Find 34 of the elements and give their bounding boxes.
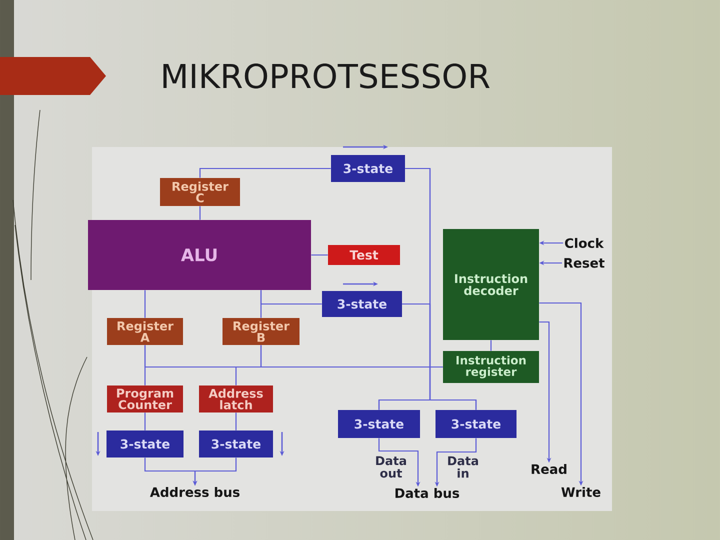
- connector-line: [199, 206, 201, 220]
- connector-line: [402, 303, 477, 410]
- signal-label: Read: [532, 464, 566, 474]
- connector-line: [144, 412, 146, 430]
- test-box: Test: [328, 245, 400, 265]
- register-box: Register C: [160, 178, 240, 206]
- signal-label: Write: [561, 486, 600, 498]
- connector-line: [144, 290, 146, 318]
- buffer-box: 3-state: [338, 410, 420, 438]
- edge-label: Data out: [376, 456, 406, 478]
- buffer-box: 3-state: [106, 430, 184, 458]
- signal-label: Reset: [564, 258, 604, 268]
- bus-label: Data bus: [396, 488, 460, 498]
- signal-label: Clock: [565, 238, 604, 248]
- connector-line: [235, 412, 237, 430]
- latch-box: Address latch: [199, 386, 273, 412]
- buffer-box: 3-state: [331, 155, 405, 182]
- counter-box: Program Counter: [107, 386, 183, 412]
- register-box: Register A: [107, 318, 183, 345]
- edge-label: Data in: [448, 456, 478, 478]
- alu-box: ALU: [88, 220, 311, 290]
- connector-line: [199, 168, 331, 178]
- connector-line: [311, 254, 328, 256]
- register-box: Register B: [222, 318, 300, 345]
- decoder-box: Instruction decoder: [443, 229, 539, 340]
- bus-label: Address bus: [150, 486, 240, 498]
- buffer-box: 3-state: [436, 410, 516, 438]
- register-box: Instruction register: [443, 351, 539, 383]
- buffer-box: 3-state: [322, 291, 402, 317]
- connector-line: [260, 345, 443, 368]
- buffer-box: 3-state: [199, 430, 273, 458]
- connector-line: [260, 290, 322, 305]
- connector-line: [490, 340, 492, 351]
- title: MIKROPROTSESSOR: [163, 64, 490, 88]
